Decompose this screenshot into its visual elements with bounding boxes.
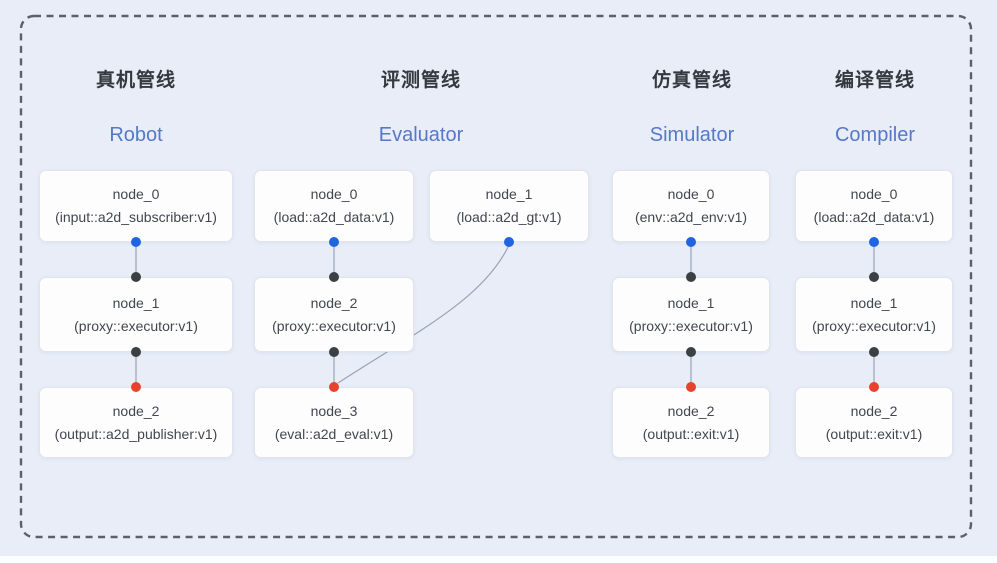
node-type: (input::a2d_subscriber:v1) bbox=[55, 209, 217, 225]
node-type: (load::a2d_data:v1) bbox=[273, 209, 395, 225]
evaluator-node-3: node_3 (eval::a2d_eval:v1) bbox=[254, 387, 414, 458]
simulator-node-2: node_2 (output::exit:v1) bbox=[612, 387, 770, 458]
node-name: node_0 bbox=[112, 186, 160, 202]
simulator-node-1: node_1 (proxy::executor:v1) bbox=[612, 277, 770, 352]
evaluator-node-2: node_2 (proxy::executor:v1) bbox=[254, 277, 414, 352]
pipeline-title-cn-compiler: 编译管线 bbox=[834, 70, 915, 91]
node-name: node_1 bbox=[112, 294, 160, 311]
robot-node0-output-port-dot-blue bbox=[131, 237, 141, 247]
robot-node1-input-port-dot-dark bbox=[131, 272, 141, 282]
robot-node-2: node_2 (output::a2d_publisher:v1) bbox=[39, 387, 233, 458]
dashed-border-frame bbox=[19, 14, 973, 539]
evaluator-node-1: node_1 (load::a2d_gt:v1) bbox=[429, 170, 589, 242]
pipeline-title-en-evaluator: Evaluator bbox=[378, 124, 464, 146]
compiler-node1-output-port-dot-dark bbox=[869, 347, 879, 357]
compiler-node2-input-port-dot-red bbox=[869, 382, 879, 392]
evaluator-node2-output-port-dot-dark bbox=[329, 347, 339, 357]
simulator-node1-input-port-dot-dark bbox=[686, 272, 696, 282]
node-type: (load::a2d_gt:v1) bbox=[456, 209, 562, 225]
robot-node-0: node_0 (input::a2d_subscriber:v1) bbox=[39, 170, 233, 242]
evaluator-node-0: node_0 (load::a2d_data:v1) bbox=[254, 170, 414, 242]
node-type: (output::exit:v1) bbox=[642, 425, 740, 442]
evaluator-node1-output-port-dot-blue bbox=[504, 237, 514, 247]
node-type: (proxy::executor:v1) bbox=[629, 317, 753, 334]
robot-node-1: node_1 (proxy::executor:v1) bbox=[39, 277, 233, 352]
compiler-node-1: node_1 (proxy::executor:v1) bbox=[795, 277, 953, 352]
node-name: node_1 bbox=[485, 186, 533, 202]
node-name: node_2 bbox=[112, 402, 160, 419]
robot-node2-input-port-dot-red bbox=[131, 382, 141, 392]
node-type: (output::a2d_publisher:v1) bbox=[54, 425, 218, 442]
node-name: node_0 bbox=[850, 186, 898, 202]
node-name: node_2 bbox=[310, 294, 358, 311]
pipeline-title-en-simulator: Simulator bbox=[649, 124, 735, 146]
node-name: node_0 bbox=[310, 186, 358, 202]
compiler-node-2: node_2 (output::exit:v1) bbox=[795, 387, 953, 458]
edge-evaluator-n1-n3-curve bbox=[337, 244, 510, 384]
node-name: node_0 bbox=[667, 186, 715, 202]
compiler-node0-output-port-dot-blue bbox=[869, 237, 879, 247]
pipeline-title-en-compiler: Compiler bbox=[834, 124, 916, 146]
pipeline-title-cn-robot: 真机管线 bbox=[95, 70, 176, 91]
node-type: (proxy::executor:v1) bbox=[74, 317, 198, 334]
compiler-node-0: node_0 (load::a2d_data:v1) bbox=[795, 170, 953, 242]
node-type: (load::a2d_data:v1) bbox=[813, 209, 935, 225]
pipeline-title-cn-simulator: 仿真管线 bbox=[651, 70, 732, 91]
pipeline-title-cn-evaluator: 评测管线 bbox=[380, 70, 461, 91]
node-name: node_2 bbox=[850, 402, 898, 419]
node-name: node_1 bbox=[850, 294, 898, 311]
node-type: (eval::a2d_eval:v1) bbox=[274, 425, 394, 442]
simulator-node-0: node_0 (env::a2d_env:v1) bbox=[612, 170, 770, 242]
node-type: (output::exit:v1) bbox=[825, 425, 923, 442]
node-name: node_2 bbox=[667, 402, 715, 419]
robot-node1-output-port-dot-dark bbox=[131, 347, 141, 357]
evaluator-node3-input-port-dot-red bbox=[329, 382, 339, 392]
evaluator-node2-input-port-dot-dark bbox=[329, 272, 339, 282]
simulator-node1-output-port-dot-dark bbox=[686, 347, 696, 357]
simulator-node0-output-port-dot-blue bbox=[686, 237, 696, 247]
node-type: (proxy::executor:v1) bbox=[272, 317, 396, 334]
pipeline-title-en-robot: Robot bbox=[109, 124, 163, 146]
compiler-node1-input-port-dot-dark bbox=[869, 272, 879, 282]
bottom-white-strip bbox=[0, 556, 997, 563]
node-name: node_1 bbox=[667, 294, 715, 311]
node-type: (env::a2d_env:v1) bbox=[634, 209, 748, 225]
evaluator-node0-output-port-dot-blue bbox=[329, 237, 339, 247]
simulator-node2-input-port-dot-red bbox=[686, 382, 696, 392]
node-type: (proxy::executor:v1) bbox=[812, 317, 936, 334]
node-name: node_3 bbox=[310, 402, 358, 419]
